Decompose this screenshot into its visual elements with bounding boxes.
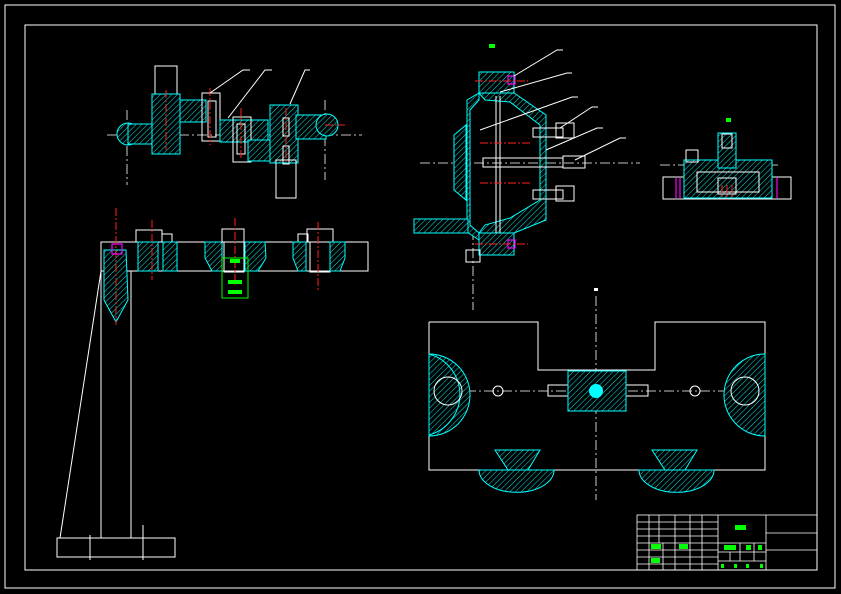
outer-border: [4, 4, 836, 589]
inner-border: [24, 24, 818, 571]
bottom-plan-view: [428, 288, 766, 500]
side-detail-view: [660, 118, 792, 200]
fixture-plate-view: [56, 208, 369, 560]
title-block: [636, 514, 818, 571]
clamp-section-view: [413, 44, 640, 310]
top-section-view: [107, 65, 362, 199]
